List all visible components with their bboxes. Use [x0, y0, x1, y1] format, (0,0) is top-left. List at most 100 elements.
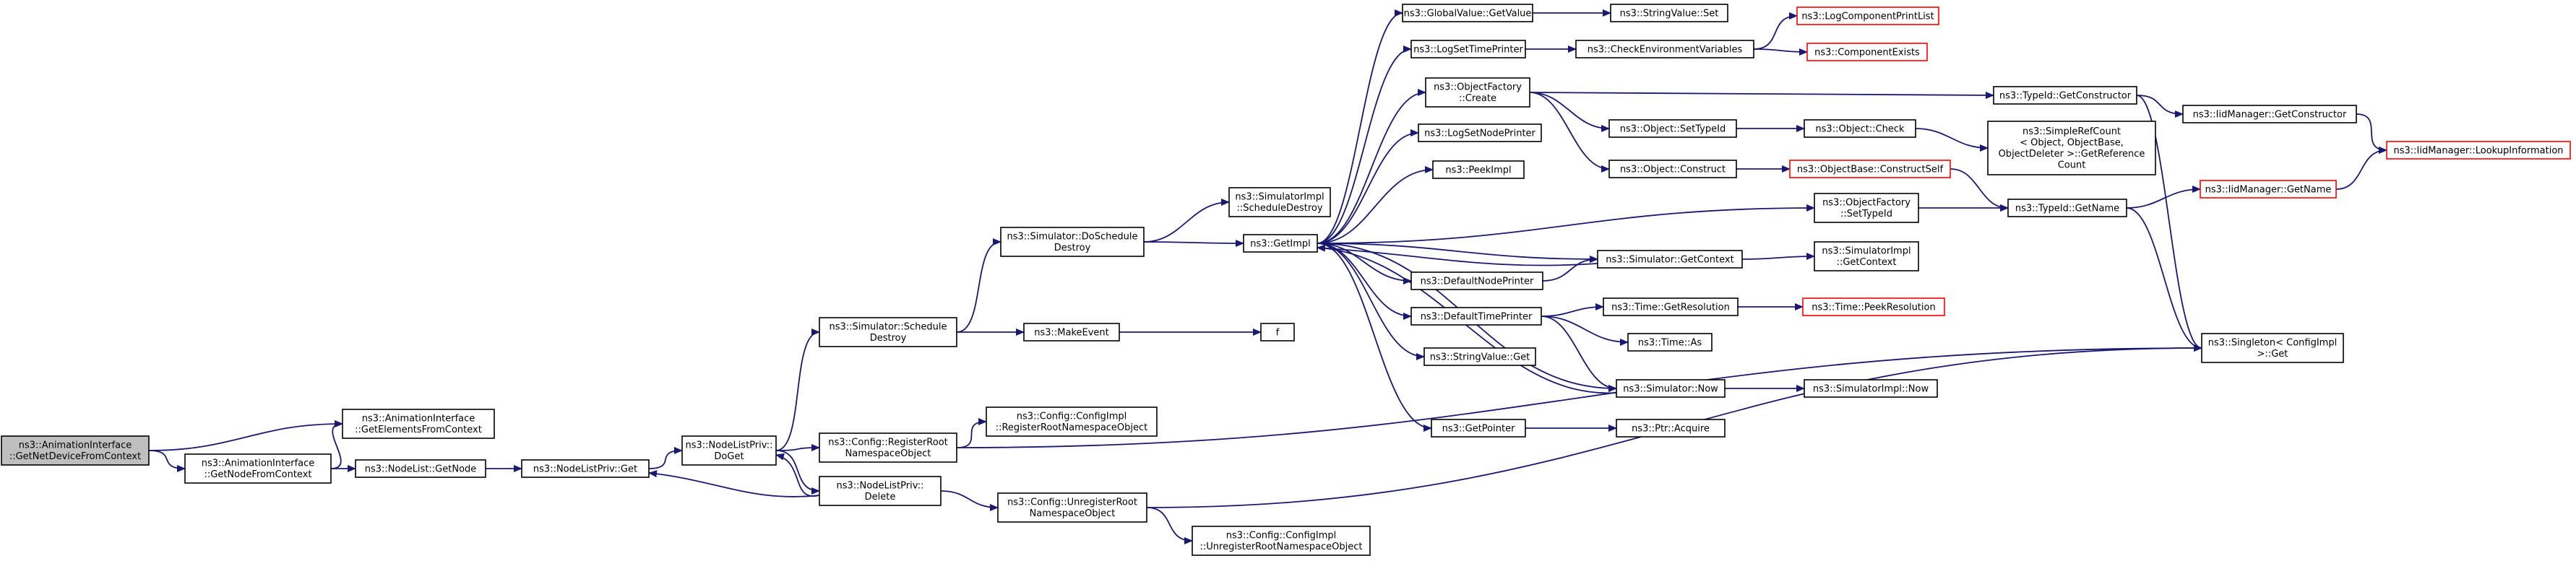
node-box[interactable]: [1425, 77, 1530, 108]
node-box[interactable]: [2007, 199, 2127, 217]
node-stringValueSet[interactable]: ns3::StringValue::Set: [1610, 4, 1728, 22]
node-typeIdGetName[interactable]: ns3::TypeId::GetName: [2007, 199, 2127, 217]
node-box[interactable]: [1431, 419, 1526, 438]
node-box[interactable]: [1603, 297, 1739, 316]
node-timeAs[interactable]: ns3::Time::As: [1627, 333, 1713, 352]
node-objectCheck[interactable]: ns3::Object::Check: [1804, 119, 1916, 138]
node-box[interactable]: [2200, 180, 2337, 199]
node-ptrAcquire[interactable]: ns3::Ptr::Acquire: [1616, 419, 1726, 438]
node-objectFactorySetTypeId[interactable]: ns3::ObjectFactory::SetTypeId: [1814, 193, 1919, 223]
node-nodeListPrivDelete[interactable]: ns3::NodeListPriv::Delete: [819, 476, 942, 506]
node-objectBaseConstructSelf[interactable]: ns3::ObjectBase::ConstructSelf: [1789, 160, 1951, 178]
node-box[interactable]: [521, 459, 650, 478]
node-box[interactable]: [184, 453, 332, 484]
node-box[interactable]: [1410, 307, 1542, 326]
node-timeGetResolution[interactable]: ns3::Time::GetResolution: [1603, 297, 1739, 316]
node-box[interactable]: [1432, 160, 1525, 179]
node-iidGetConstructor[interactable]: ns3::IidManager::GetConstructor: [2182, 105, 2357, 123]
node-box[interactable]: [1418, 123, 1542, 142]
node-box[interactable]: [1192, 526, 1371, 556]
node-nodeListPrivDoGet[interactable]: ns3::NodeListPriv::DoGet: [681, 435, 777, 466]
node-box[interactable]: [2201, 333, 2344, 363]
node-componentExists[interactable]: ns3::ComponentExists: [1806, 43, 1928, 61]
node-nodeListGetNode[interactable]: ns3::NodeList::GetNode: [355, 459, 486, 478]
node-box[interactable]: [1000, 227, 1145, 257]
node-objectFactoryCreate[interactable]: ns3::ObjectFactory::Create: [1425, 77, 1530, 108]
node-box[interactable]: [1616, 419, 1726, 438]
node-box[interactable]: [1410, 271, 1543, 290]
node-box[interactable]: [1608, 160, 1737, 178]
node-simImplGetContext[interactable]: ns3::SimulatorImpl::GetContext: [1814, 241, 1919, 271]
node-objectConstruct[interactable]: ns3::Object::Construct: [1608, 160, 1737, 178]
node-box[interactable]: [1814, 193, 1919, 223]
node-defaultNodePrinter[interactable]: ns3::DefaultNodePrinter: [1410, 271, 1543, 290]
node-getPointer[interactable]: ns3::GetPointer: [1431, 419, 1526, 438]
node-getElements[interactable]: ns3::AnimationInterface::GetElementsFrom…: [342, 409, 495, 439]
node-box[interactable]: [986, 406, 1158, 437]
node-box[interactable]: [1243, 234, 1318, 253]
node-box[interactable]: [1260, 323, 1295, 342]
node-f[interactable]: f: [1260, 323, 1295, 342]
node-box[interactable]: [1987, 121, 2156, 175]
node-simulatorNow[interactable]: ns3::Simulator::Now: [1616, 379, 1726, 398]
node-box[interactable]: [819, 432, 957, 463]
node-box[interactable]: [1, 435, 150, 466]
node-box[interactable]: [1789, 160, 1951, 178]
node-box[interactable]: [2182, 105, 2357, 123]
node-makeEvent[interactable]: ns3::MakeEvent: [1023, 323, 1120, 342]
node-scheduleDestroy[interactable]: ns3::Simulator::ScheduleDestroy: [819, 317, 957, 347]
node-box[interactable]: [681, 435, 777, 466]
node-logSetTimePrinter[interactable]: ns3::LogSetTimePrinter: [1410, 40, 1526, 58]
node-box[interactable]: [1597, 250, 1743, 269]
node-box[interactable]: [1228, 187, 1331, 217]
node-box[interactable]: [1023, 323, 1120, 342]
node-box[interactable]: [1804, 379, 1938, 398]
node-box[interactable]: [1814, 241, 1919, 271]
node-simImplScheduleDestroy[interactable]: ns3::SimulatorImpl::ScheduleDestroy: [1228, 187, 1331, 217]
node-iidLookupInformation[interactable]: ns3::IidManager::LookupInformation: [2386, 141, 2571, 160]
node-box[interactable]: [1608, 119, 1737, 138]
node-simulatorGetContext[interactable]: ns3::Simulator::GetContext: [1597, 250, 1743, 269]
node-getImpl[interactable]: ns3::GetImpl: [1243, 234, 1318, 253]
node-timePeekResolution[interactable]: ns3::Time::PeekResolution: [1802, 297, 1945, 316]
node-configImplUnregister[interactable]: ns3::Config::ConfigImpl::UnregisterRootN…: [1192, 526, 1371, 556]
node-logComponentPrintList[interactable]: ns3::LogComponentPrintList: [1796, 6, 1939, 25]
node-box[interactable]: [1402, 4, 1533, 22]
node-unregisterRoot[interactable]: ns3::Config::UnregisterRootNamespaceObje…: [997, 492, 1147, 523]
node-box[interactable]: [819, 317, 957, 347]
node-objectSetTypeId[interactable]: ns3::Object::SetTypeId: [1608, 119, 1737, 138]
node-stringValueGet[interactable]: ns3::StringValue::Get: [1423, 347, 1536, 366]
node-box[interactable]: [1993, 86, 2137, 105]
node-box[interactable]: [1423, 347, 1536, 366]
node-configImplRegister[interactable]: ns3::Config::ConfigImpl::RegisterRootNam…: [986, 406, 1158, 437]
node-root[interactable]: ns3::AnimationInterface::GetNetDeviceFro…: [1, 435, 150, 466]
node-logSetNodePrinter[interactable]: ns3::LogSetNodePrinter: [1418, 123, 1542, 142]
node-registerRoot[interactable]: ns3::Config::RegisterRootNamespaceObject: [819, 432, 957, 463]
node-globalValueGetValue[interactable]: ns3::GlobalValue::GetValue: [1402, 4, 1533, 22]
node-box[interactable]: [1410, 40, 1526, 58]
node-checkEnvVars[interactable]: ns3::CheckEnvironmentVariables: [1575, 40, 1754, 58]
node-box[interactable]: [997, 492, 1147, 523]
node-box[interactable]: [355, 459, 486, 478]
node-box[interactable]: [1802, 297, 1945, 316]
node-simpleRefCount[interactable]: ns3::SimpleRefCount< Object, ObjectBase,…: [1987, 121, 2156, 175]
node-box[interactable]: [1627, 333, 1713, 352]
node-typeIdGetConstructor[interactable]: ns3::TypeId::GetConstructor: [1993, 86, 2137, 105]
node-nodeListPrivGet[interactable]: ns3::NodeListPriv::Get: [521, 459, 650, 478]
node-box[interactable]: [1616, 379, 1726, 398]
node-box[interactable]: [2386, 141, 2571, 160]
node-box[interactable]: [342, 409, 495, 439]
node-box[interactable]: [1796, 6, 1939, 25]
node-box[interactable]: [819, 476, 942, 506]
node-defaultTimePrinter[interactable]: ns3::DefaultTimePrinter: [1410, 307, 1542, 326]
node-simImplNow[interactable]: ns3::SimulatorImpl::Now: [1804, 379, 1938, 398]
node-box[interactable]: [1575, 40, 1754, 58]
node-getNodeFromContext[interactable]: ns3::AnimationInterface::GetNodeFromCont…: [184, 453, 332, 484]
node-box[interactable]: [1806, 43, 1928, 61]
node-peekImpl[interactable]: ns3::PeekImpl: [1432, 160, 1525, 179]
node-singletonGet[interactable]: ns3::Singleton< ConfigImpl>::Get: [2201, 333, 2344, 363]
node-iidGetName[interactable]: ns3::IidManager::GetName: [2200, 180, 2337, 199]
node-box[interactable]: [1804, 119, 1916, 138]
node-box[interactable]: [1610, 4, 1728, 22]
